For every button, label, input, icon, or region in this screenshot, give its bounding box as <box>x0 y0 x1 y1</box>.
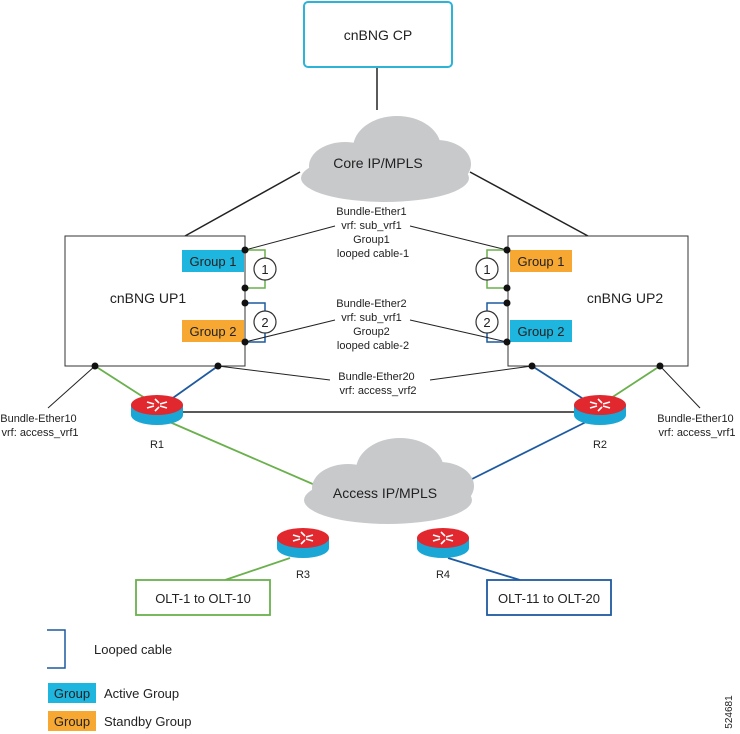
r4-olt-link <box>447 557 521 581</box>
be1-leader-left <box>244 225 336 251</box>
up1-group2-label: Group 2 <box>190 324 237 339</box>
router-r4 <box>416 527 470 559</box>
router-r4-label: R4 <box>436 569 450 581</box>
legend-active-tag: Group <box>54 686 90 701</box>
access-cloud <box>304 438 474 524</box>
up2-marker-2 <box>475 310 499 334</box>
up2-r2-green-link <box>607 365 661 401</box>
up1-group1-label: Group 1 <box>190 254 237 269</box>
legend-active-label: Active Group <box>104 686 179 701</box>
be2-annotation: Bundle-Ether2 vrf: sub_vrf1 Group2 loope… <box>336 298 409 352</box>
be10-left-leader <box>47 365 96 409</box>
core-up1-link <box>184 171 301 237</box>
up1-r1-blue-link <box>169 365 219 401</box>
legend-looped-cable-label: Looped cable <box>94 642 172 657</box>
legend-standby-label: Standby Group <box>104 714 191 729</box>
up1-r1-green-link <box>94 365 149 401</box>
be10-right-annotation: Bundle-Ether10 vrf: access_vrf1 <box>657 413 737 439</box>
legend-active-swatch <box>48 683 96 703</box>
up2-marker-2-label: 2 <box>483 315 490 330</box>
up2-marker-1 <box>475 257 499 281</box>
be2-leader-right <box>409 319 508 343</box>
up1-group1-tag <box>182 250 244 272</box>
core-up2-link <box>469 171 589 237</box>
router-r2-label: R2 <box>593 439 607 451</box>
router-r3 <box>276 527 330 559</box>
up2-group1-tag <box>510 250 572 272</box>
be10-left-annotation: Bundle-Ether10 vrf: access_vrf1 <box>0 413 80 439</box>
be20-leader-left <box>217 365 331 381</box>
be1-leader-right <box>409 225 508 251</box>
up2-group1-label: Group 1 <box>518 254 565 269</box>
legend-standby-swatch <box>48 711 96 731</box>
router-r1-label: R1 <box>150 439 164 451</box>
r2-access-link <box>459 419 591 486</box>
connection-dots <box>91 246 664 370</box>
be1-annotation: Bundle-Ether1 vrf: sub_vrf1 Group1 loope… <box>336 206 409 260</box>
olt-left-box <box>135 579 271 616</box>
core-cloud-label: Core IP/MPLS <box>333 155 422 171</box>
cnbng-up1-label: cnBNG UP1 <box>110 290 186 306</box>
cnbng-cp-label: cnBNG CP <box>344 27 412 43</box>
cnbng-up2-label: cnBNG UP2 <box>587 290 663 306</box>
up2-group2-label: Group 2 <box>518 324 565 339</box>
r1-access-link <box>164 419 316 486</box>
figure-id: 524681 <box>724 695 735 729</box>
up1-marker-2 <box>253 310 277 334</box>
router-r3-label: R3 <box>296 569 310 581</box>
r3-olt-link <box>224 557 291 581</box>
olt-left-label: OLT-1 to OLT-10 <box>155 591 251 606</box>
be10-right-leader <box>659 365 701 409</box>
up1-marker-1-label: 1 <box>261 262 268 277</box>
be20-leader-right <box>429 365 533 381</box>
router-r2 <box>573 394 627 426</box>
be20-annotation: Bundle-Ether20 vrf: access_vrf2 <box>338 371 418 397</box>
up1-marker-2-label: 2 <box>261 315 268 330</box>
be2-leader-left <box>244 319 336 343</box>
legend-looped-cable-symbol <box>47 629 66 669</box>
legend-standby-tag: Group <box>54 714 90 729</box>
up2-group2-tag <box>510 320 572 342</box>
access-cloud-label: Access IP/MPLS <box>333 485 437 501</box>
cnbng-cp-box <box>303 1 453 68</box>
up1-marker-1 <box>253 257 277 281</box>
router-r1 <box>130 394 184 426</box>
olt-right-box <box>486 579 612 616</box>
up1-group2-tag <box>182 320 244 342</box>
olt-right-label: OLT-11 to OLT-20 <box>498 591 600 606</box>
up2-marker-1-label: 1 <box>483 262 490 277</box>
up2-r2-blue-link <box>531 365 586 401</box>
